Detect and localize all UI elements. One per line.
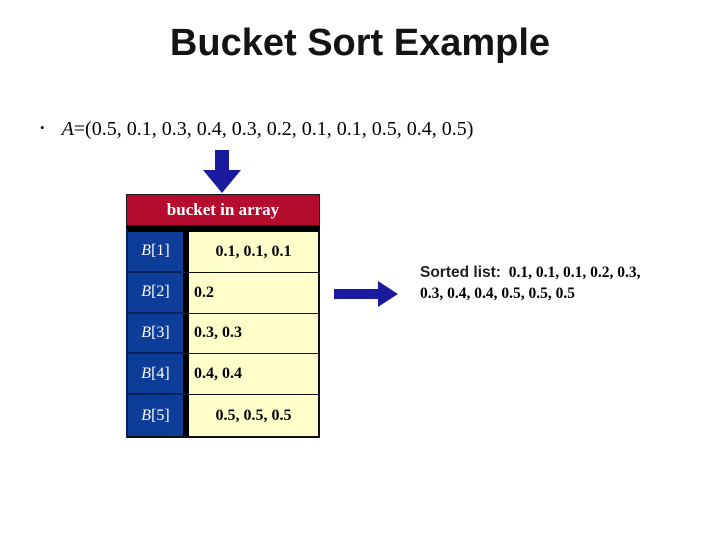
array-definition-line: • A=(0.5, 0.1, 0.3, 0.4, 0.3, 0.2, 0.1, 0… xyxy=(40,118,473,141)
down-arrow-icon xyxy=(203,150,241,193)
bucket-label-b4: B[4] xyxy=(128,354,189,396)
bucket-label-var: B xyxy=(141,364,152,382)
bucket-label-b5: B[5] xyxy=(128,395,189,436)
table-body: B[1] 0.1, 0.1, 0.1 B[2] 0.2 B[3] 0.3, 0.… xyxy=(126,226,320,438)
bucket-label-var: B xyxy=(141,406,152,424)
table-row: B[5] 0.5, 0.5, 0.5 xyxy=(128,395,318,436)
bucket-label-b2: B[2] xyxy=(128,272,189,314)
right-arrow-icon xyxy=(334,281,398,307)
bucket-label-b3: B[3] xyxy=(128,313,189,355)
table-row: B[1] 0.1, 0.1, 0.1 xyxy=(128,232,318,273)
table-row: B[4] 0.4, 0.4 xyxy=(128,354,318,396)
table-header: bucket in array xyxy=(126,194,320,226)
array-values: =(0.5, 0.1, 0.3, 0.4, 0.3, 0.2, 0.1, 0.1… xyxy=(73,118,474,140)
bullet-icon: • xyxy=(40,120,45,135)
bucket-label-index: [5] xyxy=(151,406,170,424)
bucket-values-b1: 0.1, 0.1, 0.1 xyxy=(189,232,318,273)
sorted-list-label: Sorted list: xyxy=(420,264,501,281)
bucket-label-var: B xyxy=(141,242,152,260)
bucket-label-index: [2] xyxy=(151,283,170,301)
sorted-list-values-1: 0.1, 0.1, 0.1, 0.2, 0.3, xyxy=(508,264,641,281)
page-title: Bucket Sort Example xyxy=(169,22,551,64)
bucket-label-index: [4] xyxy=(151,364,170,382)
bucket-label-b1: B[1] xyxy=(128,232,189,273)
table-row: B[2] 0.2 xyxy=(128,272,318,314)
table-row: B[3] 0.3, 0.3 xyxy=(128,313,318,355)
bucket-values-b2: 0.2 xyxy=(189,272,318,314)
bucket-array-table: bucket in array B[1] 0.1, 0.1, 0.1 B[2] … xyxy=(126,194,320,438)
bucket-label-index: [1] xyxy=(151,242,170,260)
bucket-values-b5: 0.5, 0.5, 0.5 xyxy=(189,395,318,436)
sorted-list: Sorted list: 0.1, 0.1, 0.1, 0.2, 0.3, 0.… xyxy=(420,262,690,304)
bucket-values-b4: 0.4, 0.4 xyxy=(189,354,318,396)
sorted-list-line1: Sorted list: 0.1, 0.1, 0.1, 0.2, 0.3, xyxy=(420,262,690,283)
sorted-list-values-2: 0.3, 0.4, 0.4, 0.5, 0.5, 0.5 xyxy=(420,285,575,302)
bucket-label-index: [3] xyxy=(151,323,170,341)
bucket-values-b3: 0.3, 0.3 xyxy=(189,313,318,355)
bucket-label-var: B xyxy=(141,323,152,341)
bucket-label-var: B xyxy=(141,283,152,301)
array-variable: A xyxy=(61,118,74,140)
